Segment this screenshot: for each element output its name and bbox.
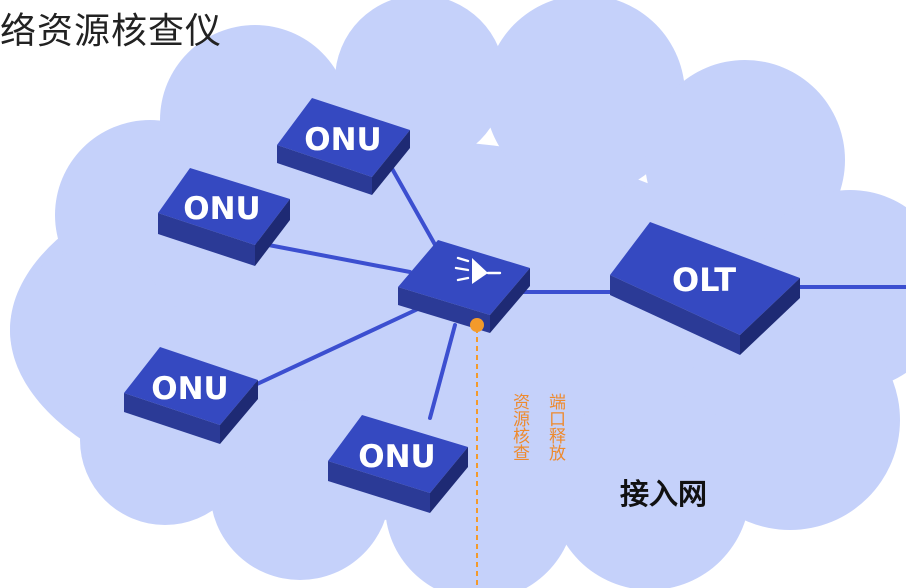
resource-check-label: 资源核查 bbox=[509, 393, 530, 461]
olt-device: OLT bbox=[610, 222, 800, 355]
onu-label-3: ONU bbox=[151, 371, 228, 407]
onu-device-2: ONU bbox=[158, 168, 290, 266]
onu-device-4: ONU bbox=[328, 415, 468, 513]
onu-device-3: ONU bbox=[124, 347, 258, 444]
port-release-label: 端口释放 bbox=[545, 393, 566, 461]
probe-point-icon bbox=[470, 318, 484, 332]
page-title: 络资源核查仪 bbox=[0, 11, 223, 52]
onu-device-1: ONU bbox=[277, 98, 410, 195]
splitter-device bbox=[398, 240, 530, 333]
olt-label: OLT bbox=[672, 261, 736, 299]
access-network-label: 接入网 bbox=[620, 477, 707, 511]
link-onu3-splitter bbox=[253, 306, 422, 387]
network-links bbox=[253, 163, 906, 420]
link-onu2-splitter bbox=[256, 241, 412, 274]
link-onu4-splitter bbox=[428, 323, 457, 420]
onu-label-1: ONU bbox=[304, 122, 381, 158]
splitter-icon bbox=[454, 256, 502, 284]
link-onu1-splitter bbox=[388, 163, 440, 252]
onu-label-2: ONU bbox=[183, 191, 260, 227]
onu-label-4: ONU bbox=[358, 439, 435, 475]
